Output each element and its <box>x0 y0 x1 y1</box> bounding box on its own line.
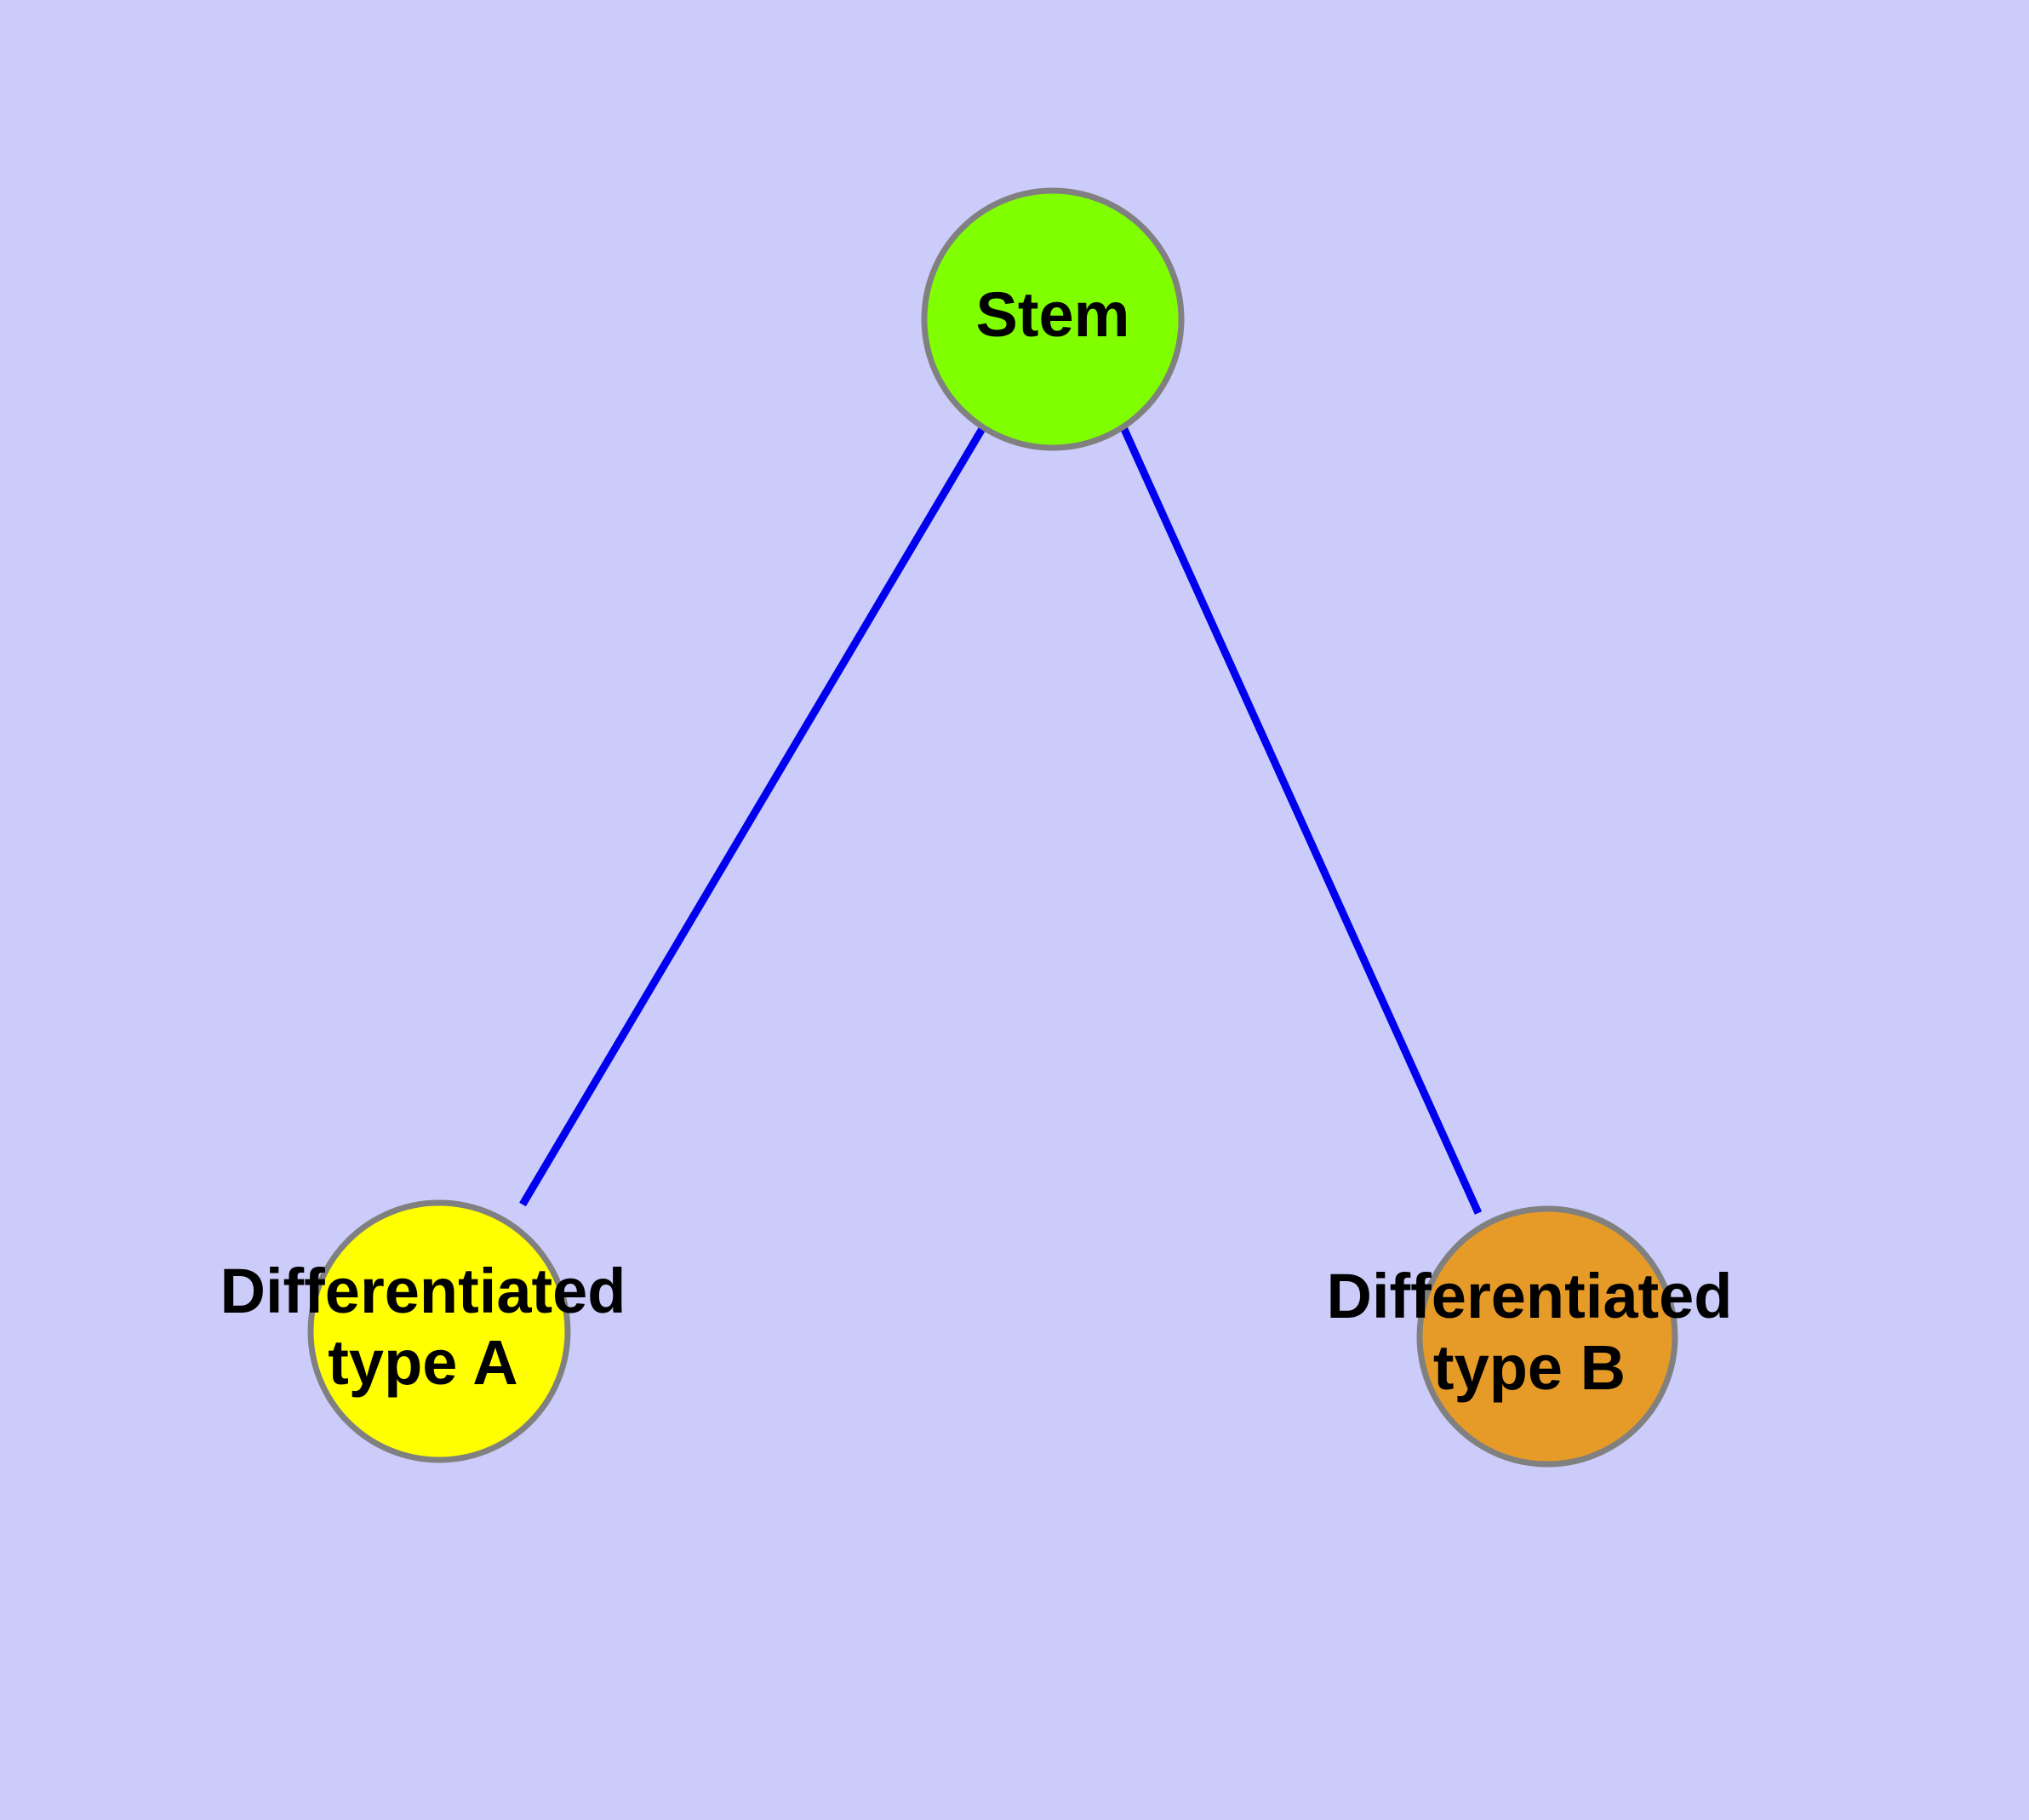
edges-layer <box>519 425 1483 1215</box>
graph-node-stem[interactable] <box>921 187 1185 451</box>
node-label-line: Differentiated <box>220 1256 626 1326</box>
graph-edge[interactable] <box>519 425 986 1207</box>
node-label-line: Stem <box>976 279 1130 350</box>
node-label-line: type A <box>328 1327 517 1398</box>
nodes-layer <box>307 187 1678 1468</box>
node-label-line: Differentiated <box>1327 1261 1733 1331</box>
graph-edge[interactable] <box>1119 426 1483 1215</box>
node-label-line: type B <box>1433 1332 1626 1403</box>
graph-node-diff-a[interactable] <box>307 1199 571 1463</box>
node-label-stem: Stem <box>976 279 1130 350</box>
graph-node-diff-b[interactable] <box>1416 1205 1678 1468</box>
